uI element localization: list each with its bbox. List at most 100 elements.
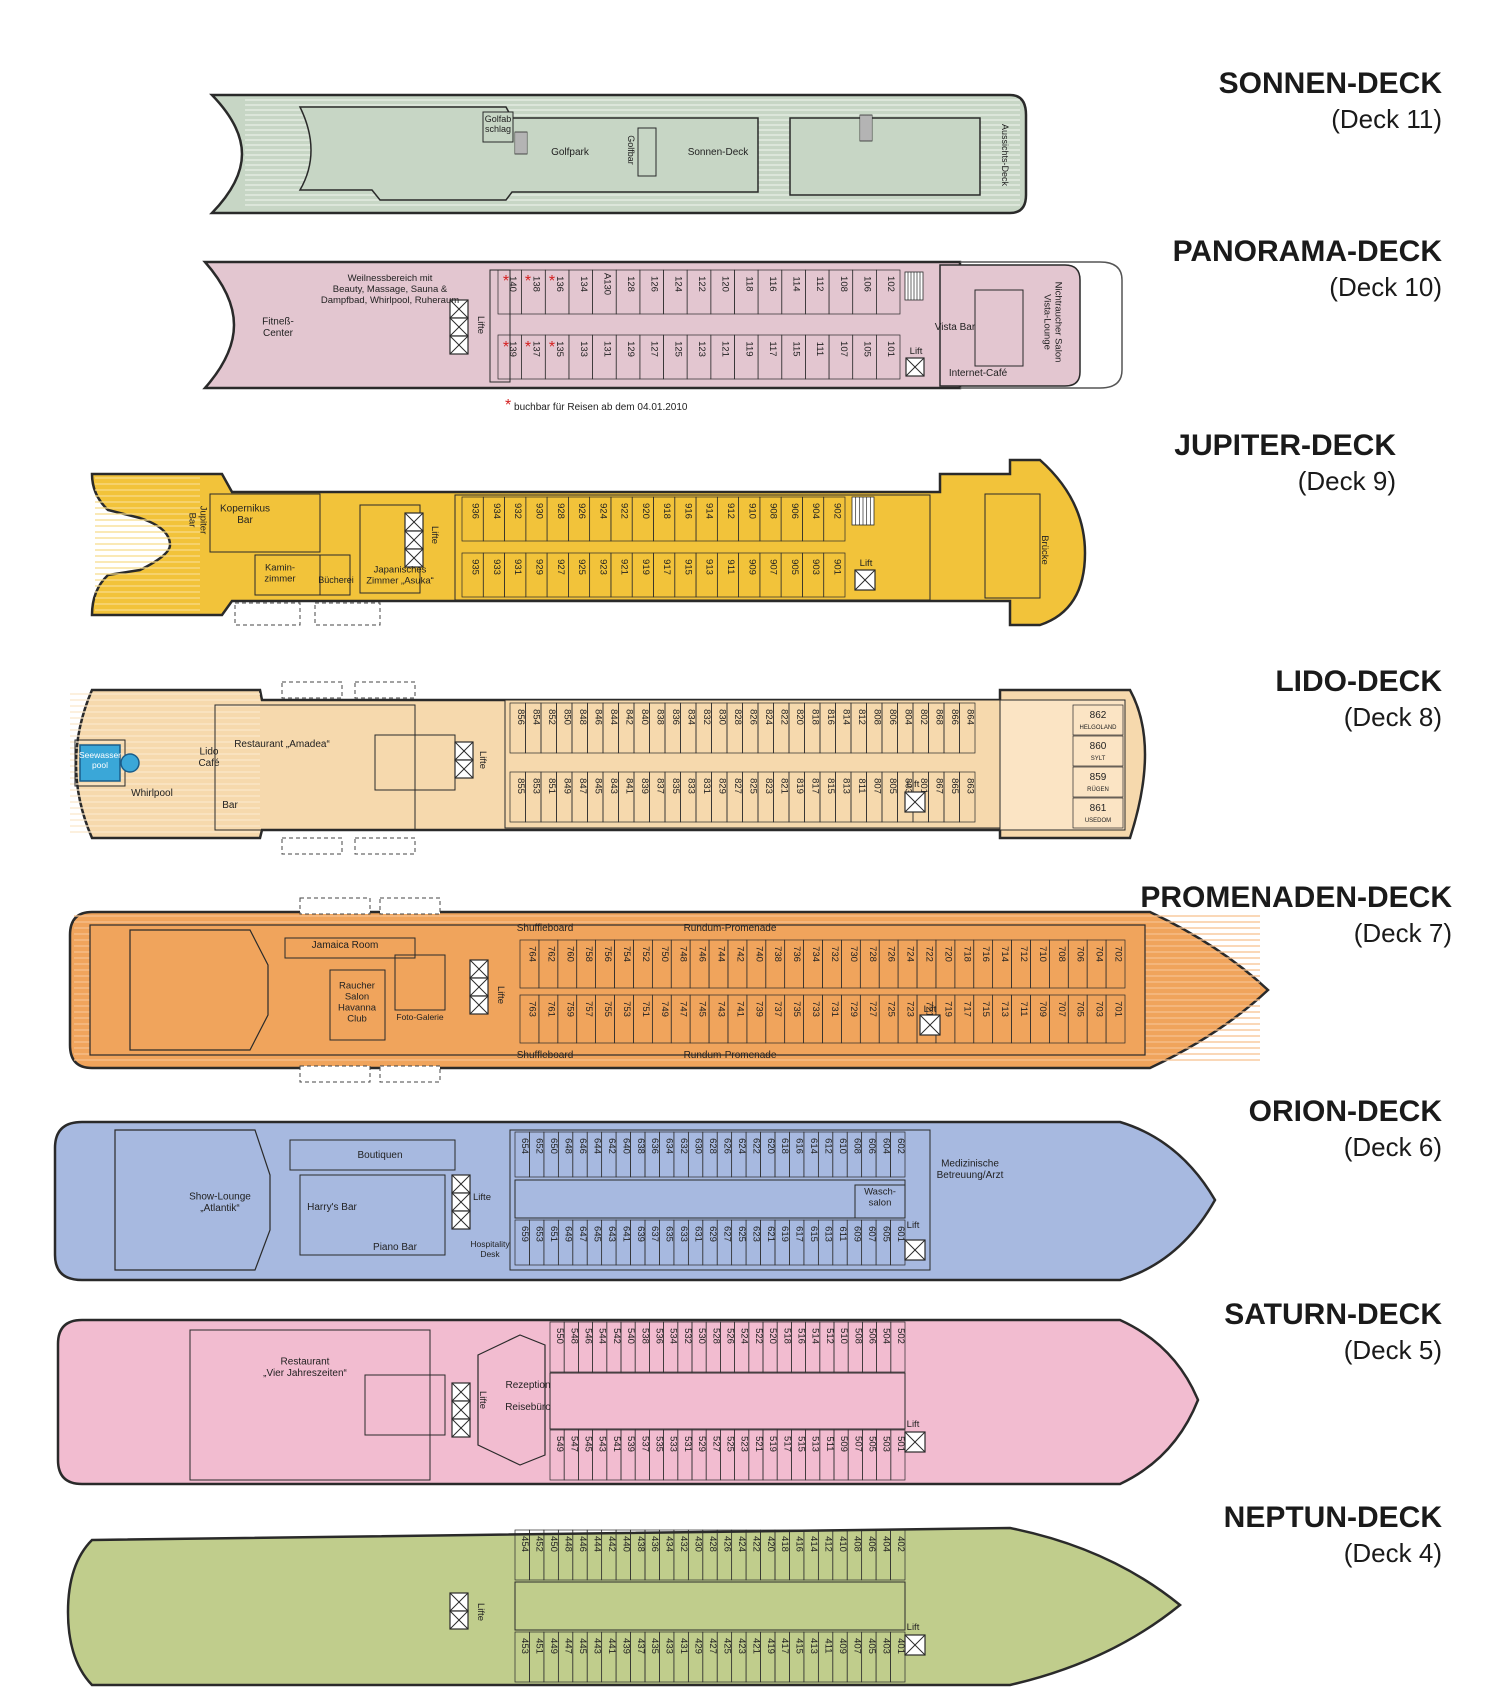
cabin-number: 521 [753,1436,764,1452]
deck-name: SONNEN-DECK [1218,67,1442,100]
cabin-number: 761 [545,1001,556,1017]
stairs-icon [859,114,873,142]
suite-number: 860 [1090,741,1107,752]
cabin [890,1429,906,1481]
cabin-number: 412 [823,1536,834,1552]
cabin-number: 453 [519,1638,530,1654]
cabin-number: 747 [678,1001,689,1017]
cabin-number: 436 [649,1536,660,1552]
cabin-number: 648 [563,1138,574,1154]
sun-deck-area [789,117,981,196]
show-lounge-outline [114,1129,271,1271]
cabin-number: 754 [621,946,632,962]
cabin-number: 930 [533,503,544,519]
cabin-number: 701 [1113,1001,1124,1017]
cabin-number: 843 [608,778,619,794]
cabin-number: 419 [765,1638,776,1654]
stairs-icon [514,131,528,155]
cabin-number: 420 [765,1536,776,1552]
cabin-number: 636 [649,1138,660,1154]
cabin-number: 429 [693,1638,704,1654]
lift-icon [454,741,474,761]
cabin-number: 803 [902,778,913,794]
corridor [549,1372,906,1430]
cabin-number: 124 [672,276,683,292]
star-icon: * [505,397,512,414]
area-label: Lifte [429,526,440,544]
area-label: Lift [910,346,923,357]
cabin-number: 919 [640,559,651,575]
cabin-number: 642 [606,1138,617,1154]
area-label: Show-Lounge„Atlantik“ [189,1191,251,1214]
cabin [876,334,901,380]
lift-icon [469,959,489,979]
suite-name: HELGOLAND [1079,725,1117,731]
cabin-number: 602 [895,1138,906,1154]
area-label: Brücke [1039,535,1050,565]
title-saturn: SATURN-DECK (Deck 5) [1224,1297,1442,1367]
cabin-number: 819 [794,778,805,794]
suite-name: USEDOM [1085,818,1111,824]
cabin-number: 907 [768,559,779,575]
cabin-number: 710 [1037,946,1048,962]
lifeboat-outline [281,681,343,699]
cabin-number: 634 [664,1138,675,1154]
area-label: Lift [907,1220,920,1231]
cabin-number: 432 [678,1536,689,1552]
laundry-room [854,1184,906,1219]
cabin [1105,994,1126,1044]
area-label: Vista Bar [935,322,976,333]
deck-number: (Deck 9) [1297,466,1396,496]
cabin-number: 105 [862,341,873,357]
deck-planking [95,477,200,611]
cabin-number: 119 [743,341,754,356]
cabin-number: 653 [534,1226,545,1242]
area-label: Foto-Galerie [396,1012,444,1022]
cabin-number: 401 [895,1638,906,1654]
cabin-number: 515 [796,1436,807,1452]
cabin-number: 631 [693,1226,704,1242]
open-deck-outline [960,261,1123,389]
cabin-number: 715 [980,1001,991,1017]
area-label: Nichtraucher SalonVista-Lounge [1042,282,1064,363]
cabin-number: 758 [583,946,594,962]
cabin-number: 739 [753,1001,764,1017]
photo-gallery-room [394,954,446,1011]
cabin-number: 856 [515,709,526,725]
cabin-number: 518 [781,1328,792,1344]
suite [1072,735,1124,767]
lifeboat-outline [299,897,371,915]
cabin-number: 508 [852,1328,863,1344]
cabin-number: 506 [867,1328,878,1344]
cabin-number: 855 [515,778,526,794]
cabin-number: 764 [526,946,537,962]
cabin-number: 536 [654,1328,665,1344]
cabin-number: 807 [871,778,882,794]
cabin-number: 608 [851,1138,862,1154]
cabin-number: 707 [1056,1001,1067,1017]
cabin-number: 426 [721,1536,732,1552]
cabin-number: 505 [867,1436,878,1452]
cabin-number: 825 [747,778,758,794]
cabin-number: 853 [530,778,541,794]
deck-name: NEPTUN-DECK [1223,1501,1442,1534]
cabin-number: 737 [772,1001,783,1017]
cabin-number: 817 [809,778,820,794]
cabin-number: 605 [880,1226,891,1242]
cabin-number: 131 [601,341,612,357]
area-label: Aussichts-Deck [1000,124,1010,187]
cabin-number: 829 [716,778,727,794]
cabin-number: 728 [867,946,878,962]
cabin-number: 408 [851,1536,862,1552]
cabin-number: 808 [871,709,882,725]
cabin-number: 934 [491,503,502,519]
area-label: Lift [860,558,873,569]
lifeboat-outline [354,681,416,699]
cabin-number: 402 [895,1536,906,1552]
cabin-number: 813 [840,778,851,794]
cabin-number: 449 [548,1638,559,1654]
cabin-number: 811 [856,778,867,793]
cabin-number: 538 [639,1328,650,1344]
